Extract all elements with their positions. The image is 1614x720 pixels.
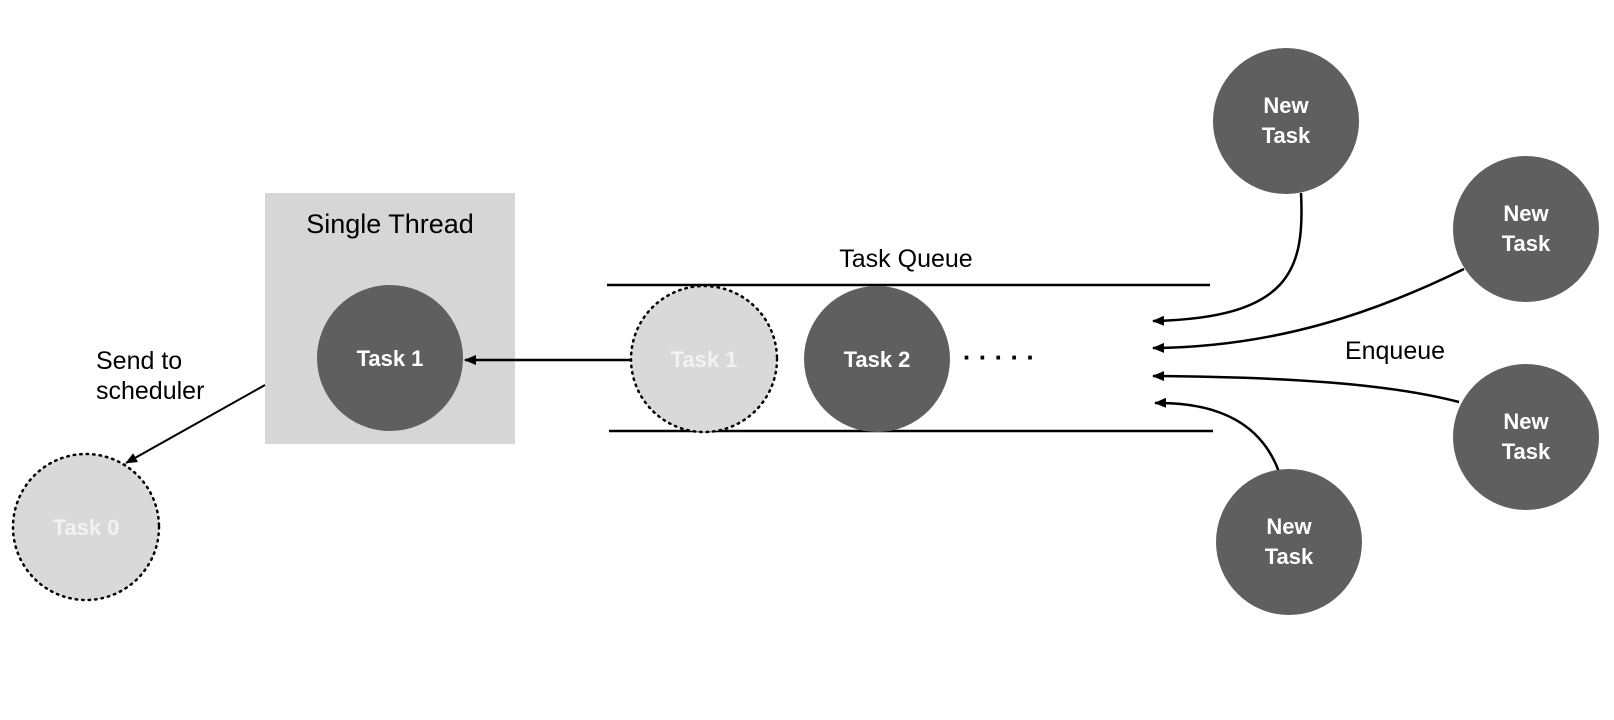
running-task-label: Task 1: [357, 346, 424, 371]
queue-ellipsis: · · · · ·: [963, 342, 1035, 372]
queued-task-node: [804, 286, 950, 432]
ghost-task-node: [629, 284, 779, 434]
new-task-4-line1: New: [1266, 514, 1312, 539]
queued-task-label: Task 2: [844, 347, 911, 372]
scheduled-task-label: Task 0: [53, 515, 120, 540]
ghost-task-label: Task 1: [671, 347, 738, 372]
new-task-2-line1: New: [1503, 201, 1549, 226]
task-queue-label: Task Queue: [839, 245, 972, 273]
send-to-scheduler-arrow: [125, 384, 266, 464]
enqueue-arrow-2: [1152, 267, 1465, 353]
new-task-1-line2: Task: [1262, 123, 1311, 148]
new-task-node-4: [1216, 469, 1362, 615]
enqueue-arrow-1: [1152, 192, 1303, 326]
new-task-3-line2: Task: [1502, 439, 1551, 464]
new-task-2-line2: Task: [1502, 231, 1551, 256]
new-task-4-line2: Task: [1265, 544, 1314, 569]
new-task-3-line1: New: [1503, 409, 1549, 434]
new-task-node-3: [1453, 364, 1599, 510]
running-task-node: [317, 285, 463, 431]
scheduler-label-line2: scheduler: [96, 377, 204, 405]
new-task-1-line1: New: [1263, 93, 1309, 118]
enqueue-arrow-3: [1152, 371, 1460, 404]
scheduled-task-node: [11, 452, 161, 602]
new-task-node-1: [1213, 48, 1359, 194]
single-thread-title: Single Thread: [306, 209, 474, 239]
enqueue-arrow-4: [1154, 397, 1281, 473]
enqueue-label: Enqueue: [1345, 337, 1445, 365]
new-task-node-2: [1453, 156, 1599, 302]
scheduler-label-line1: Send to: [96, 347, 182, 375]
